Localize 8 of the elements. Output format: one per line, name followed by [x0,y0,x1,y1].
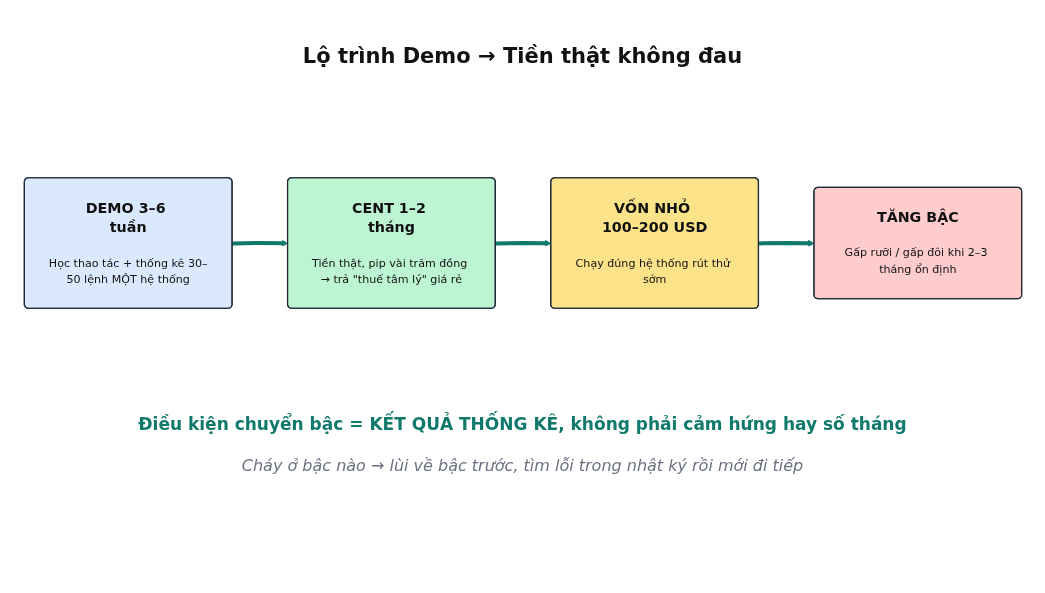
stage-box: VỐN NHỎ 100–200 USD Chạy đúng hệ thống rút thử sớm [549,177,759,309]
arrow [495,239,551,247]
stage-box: TĂNG BẬC Gấp rưỡi / gấp đôi khi 2–3 tháng ổn định [812,186,1022,300]
arrow [231,239,288,247]
diagram-title: Lộ trình Demo → Tiền thật không đau [302,44,743,68]
stage-box: DEMO 3–6 tuần Học thao tác + thống kê 30–50 lệnh MỘT hệ thống [23,177,233,309]
stage-box: CENT 1–2 tháng Tiền thật, pip vài trăm đồng → trả "thuế tâm lý" giá rẻ [286,177,496,309]
fallback-note: Cháy ở bậc nào → lùi về bậc trước, tìm lỗi trong nhật ký rồi mới đi tiếp [241,456,804,475]
